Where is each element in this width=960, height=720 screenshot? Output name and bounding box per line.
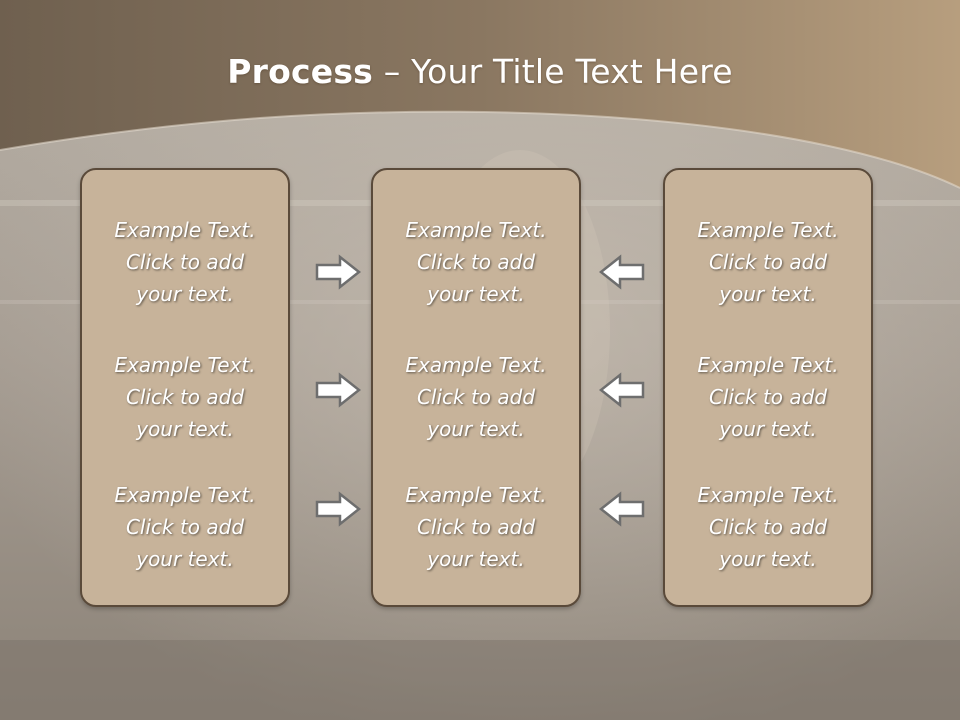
text-line: Example Text. — [697, 353, 839, 377]
text-line: Click to add — [416, 385, 536, 409]
text-block[interactable]: Example Text. Click to add your text. — [373, 479, 579, 575]
text-line: your text. — [427, 547, 525, 571]
process-box-right[interactable]: Example Text. Click to add your text. Ex… — [663, 168, 873, 607]
text-line: Click to add — [125, 250, 245, 274]
right-arrow-icon — [315, 254, 362, 290]
text-block[interactable]: Example Text. Click to add your text. — [665, 214, 871, 310]
text-line: Click to add — [416, 250, 536, 274]
text-line: Example Text. — [114, 353, 256, 377]
text-line: Example Text. — [697, 218, 839, 242]
text-line: your text. — [136, 547, 234, 571]
text-line: your text. — [719, 282, 817, 306]
text-line: Click to add — [708, 385, 828, 409]
text-line: Click to add — [125, 515, 245, 539]
right-arrow-icon — [315, 372, 362, 408]
text-line: Example Text. — [405, 483, 547, 507]
text-block[interactable]: Example Text. Click to add your text. — [373, 214, 579, 310]
text-line: Example Text. — [114, 483, 256, 507]
text-line: Click to add — [708, 515, 828, 539]
text-line: Example Text. — [405, 353, 547, 377]
text-block[interactable]: Example Text. Click to add your text. — [82, 214, 288, 310]
text-block[interactable]: Example Text. Click to add your text. — [82, 349, 288, 445]
process-box-center[interactable]: Example Text. Click to add your text. Ex… — [371, 168, 581, 607]
title-bold: Process — [227, 52, 374, 91]
text-line: Click to add — [416, 515, 536, 539]
text-line: Click to add — [708, 250, 828, 274]
left-arrow-icon — [598, 372, 645, 408]
text-line: Example Text. — [114, 218, 256, 242]
left-arrow-icon — [598, 254, 645, 290]
text-block[interactable]: Example Text. Click to add your text. — [373, 349, 579, 445]
text-line: Example Text. — [405, 218, 547, 242]
process-box-left[interactable]: Example Text. Click to add your text. Ex… — [80, 168, 290, 607]
slide-title[interactable]: Process – Your Title Text Here — [0, 52, 960, 91]
text-line: your text. — [427, 282, 525, 306]
text-line: your text. — [136, 282, 234, 306]
text-block[interactable]: Example Text. Click to add your text. — [665, 349, 871, 445]
text-line: Example Text. — [697, 483, 839, 507]
text-line: your text. — [136, 417, 234, 441]
text-line: Click to add — [125, 385, 245, 409]
text-line: your text. — [719, 547, 817, 571]
text-block[interactable]: Example Text. Click to add your text. — [82, 479, 288, 575]
text-line: your text. — [719, 417, 817, 441]
title-rest: – Your Title Text Here — [373, 52, 733, 91]
text-line: your text. — [427, 417, 525, 441]
left-arrow-icon — [598, 491, 645, 527]
right-arrow-icon — [315, 491, 362, 527]
text-block[interactable]: Example Text. Click to add your text. — [665, 479, 871, 575]
